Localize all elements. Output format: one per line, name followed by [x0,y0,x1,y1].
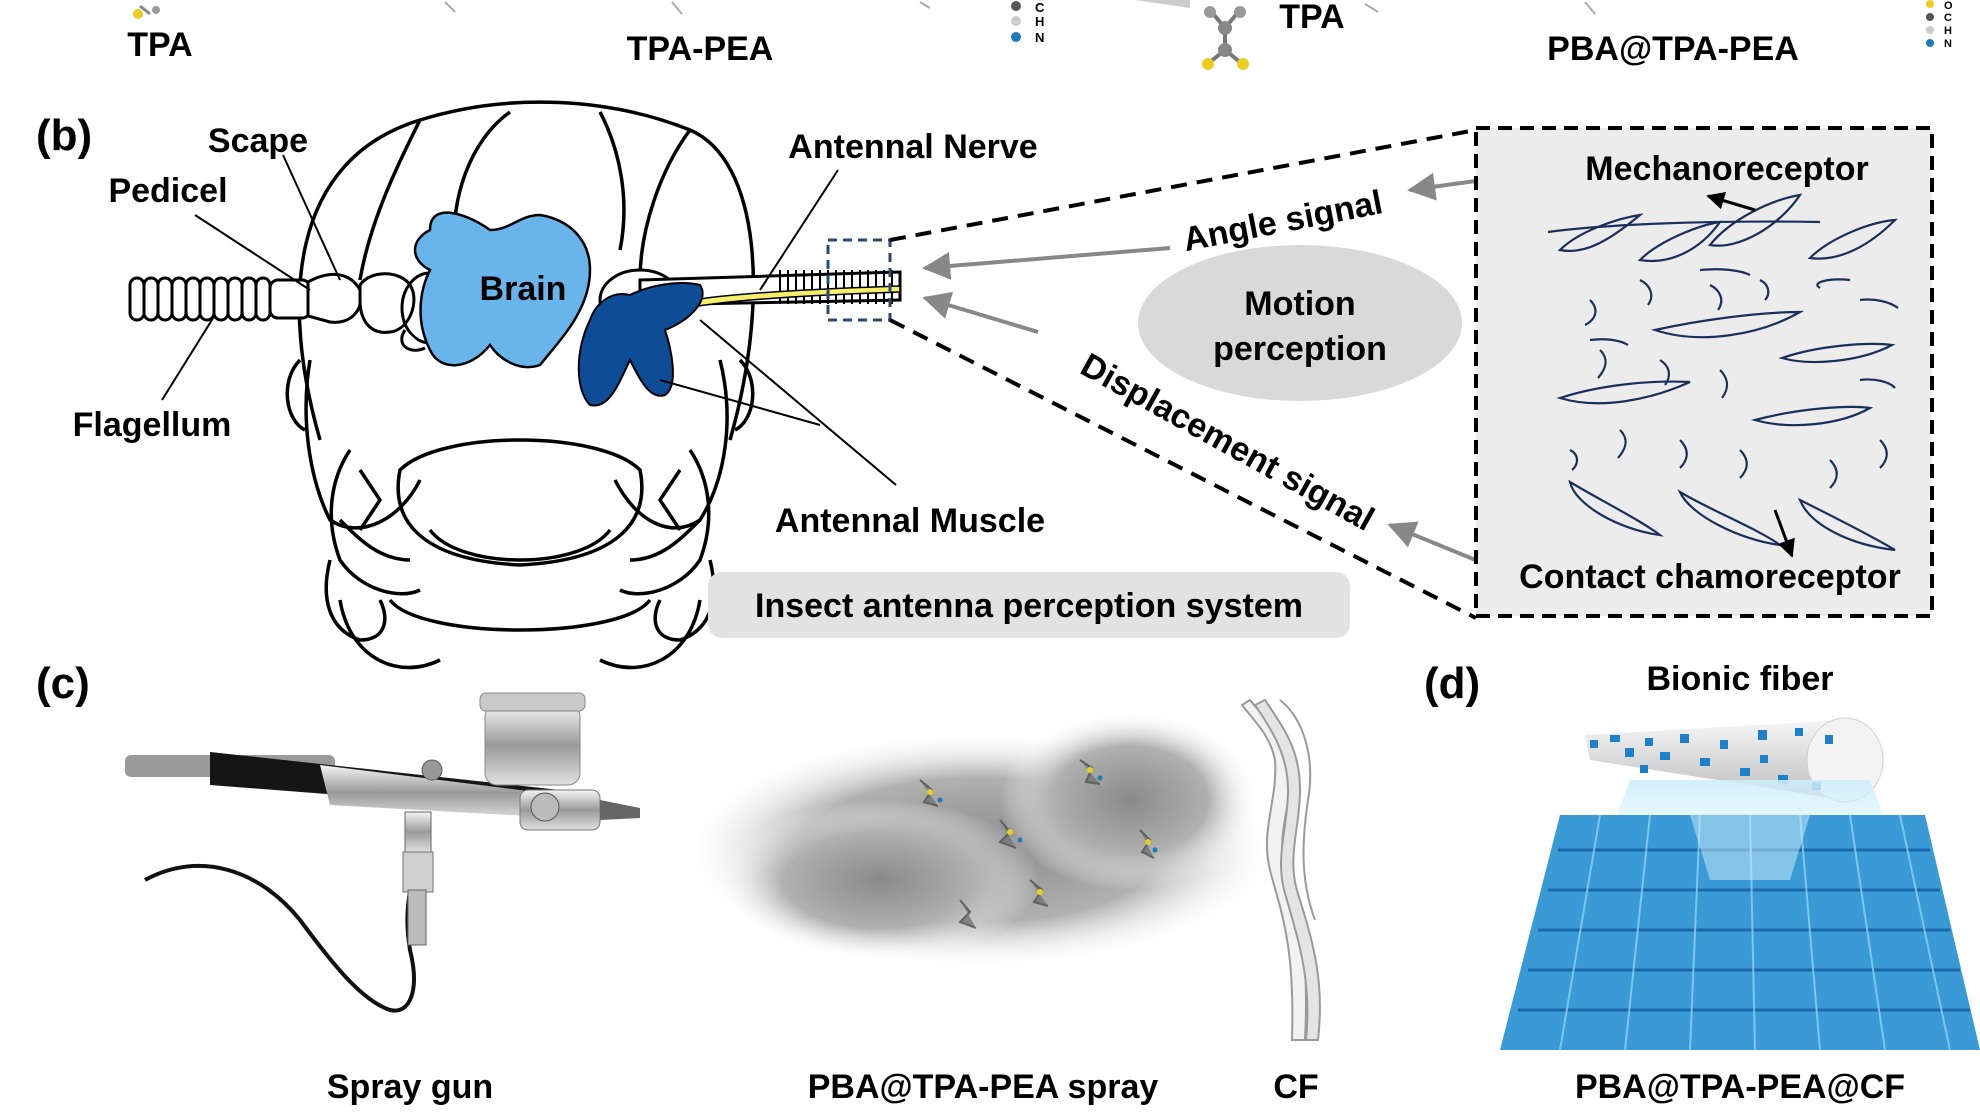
legend-h: H [1035,14,1044,29]
contact-chemoreceptor-label: Contact chamoreceptor [1519,558,1901,596]
receptor-inset [1474,126,1934,618]
receptor-drawing [1547,193,1899,552]
top-strip: TPA TPA-PEA C H N [127,0,1953,70]
woven-fabric-image [1500,814,1980,1051]
tpa-label: TPA [127,26,192,64]
spray-gun-image [125,692,640,1013]
antenna-right [577,238,902,407]
flagellum-label: Flagellum [73,406,232,444]
panel-d: (d) Bionic fiber [1424,659,1980,1106]
tpa-center-label: TPA [1279,0,1344,36]
bionic-fiber-label: Bionic fiber [1646,660,1833,698]
tpa-center-molecule-icon [1135,0,1249,70]
pedicel-label: Pedicel [108,172,227,210]
insect-head-drawing [285,100,756,670]
legend-n: N [1035,30,1044,45]
projection-lines [889,128,1477,620]
brain-shape [413,211,592,369]
pba-tpa-pea-label: PBA@TPA-PEA [1547,30,1799,68]
tpa-pea-label: TPA-PEA [627,30,774,68]
panel-d-tag: (d) [1424,659,1480,708]
legend-c: C [1035,0,1045,15]
zoom-box [826,238,892,322]
tpa-molecule-icon [133,4,160,19]
legend-n2: N [1944,38,1952,50]
antennal-muscle-shape [577,282,704,407]
legend-c2: C [1944,12,1952,24]
legend-o: O [1944,0,1953,12]
spray-gun-label: Spray gun [327,1068,493,1106]
flagellum-segments [128,271,460,352]
atom-legend-right: O C H N [1926,0,1953,50]
scape-label: Scape [208,122,308,160]
motion-perception-line-1: Motion [1244,285,1355,323]
leader-lines [161,154,897,486]
cf-fiber-image [1240,698,1321,1041]
spray-label: PBA@TPA-PEA spray [808,1068,1159,1106]
panel-b: (b) [36,100,1934,670]
antennal-nerve-label: Antennal Nerve [788,128,1037,166]
system-title: Insect antenna perception system [755,587,1303,625]
motion-perception-line-2: perception [1213,330,1387,368]
brain-label: Brain [480,270,567,308]
spray-cloud-image [680,710,1280,970]
panel-b-tag: (b) [36,111,92,160]
motion-perception-bubble [1138,245,1462,401]
chemoreceptor-pointer [1773,509,1795,558]
panel-c: (c) Spray gun [36,659,1321,1106]
antennal-muscle-label: Antennal Muscle [775,502,1045,540]
cf-label: CF [1273,1068,1318,1106]
system-title-box [708,572,1350,638]
fabric-label: PBA@TPA-PEA@CF [1575,1068,1905,1106]
legend-h2: H [1944,25,1952,37]
mechanoreceptor-label: Mechanoreceptor [1585,150,1868,188]
panel-c-tag: (c) [36,659,90,708]
atom-legend-left: C H N [1011,0,1045,45]
tpa-pea-molecule-icon [444,1,931,15]
mechanoreceptor-pointer [1706,191,1756,212]
